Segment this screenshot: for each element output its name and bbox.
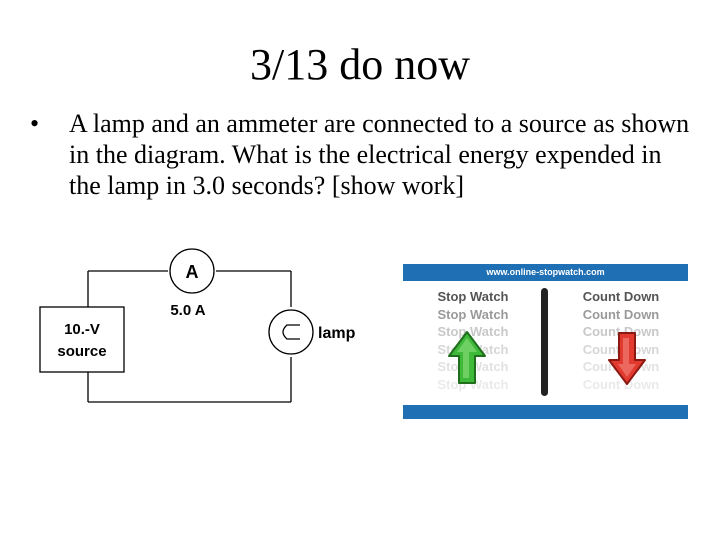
bullet-dot: • [30, 109, 40, 138]
count-down-echo: Count Down [582, 306, 660, 322]
question-bullet: • A lamp and an ammeter are connected to… [30, 108, 690, 201]
circuit-diagram: A 5.0 A 10.-V source lamp [39, 248, 356, 403]
column-divider [541, 288, 548, 396]
question-text: A lamp and an ammeter are connected to a… [69, 109, 690, 200]
count-down-echo: Count Down [582, 324, 660, 339]
lamp-filament [282, 324, 300, 340]
red-down-arrow-icon[interactable] [607, 330, 647, 386]
ammeter-symbol: A [186, 262, 199, 282]
count-down-label: Count Down [582, 289, 660, 304]
count-down-echo: Count Down [582, 376, 660, 392]
stopwatch-widget[interactable]: www.online-stopwatch.com Stop Watch Stop… [403, 264, 688, 419]
stop-watch-echo: Stop Watch [437, 306, 509, 322]
source-box [39, 306, 125, 373]
current-label: 5.0 A [170, 302, 205, 319]
green-up-arrow-icon[interactable] [447, 330, 487, 386]
ammeter-circle [169, 248, 215, 294]
stop-watch-label: Stop Watch [437, 289, 509, 304]
widget-bottom-bar [403, 405, 688, 419]
lamp-icon [268, 309, 314, 355]
source-voltage: 10.-V [64, 321, 100, 338]
stop-watch-echo: Stop Watch [437, 324, 509, 339]
slide-title: 3/13 do now [250, 40, 470, 89]
stop-watch-column[interactable]: Stop Watch Stop Watch Stop Watch Stop Wa… [418, 288, 528, 393]
site-bar: www.online-stopwatch.com [403, 264, 688, 281]
lamp-label: lamp [318, 325, 356, 342]
source-word: source [57, 343, 106, 360]
